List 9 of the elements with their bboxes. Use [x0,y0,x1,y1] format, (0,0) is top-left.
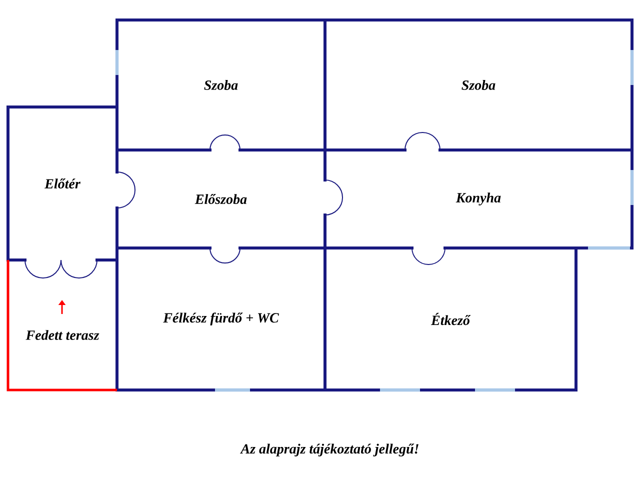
room-box: Étkező [324,246,578,392]
room-box: Előszoba [116,148,326,250]
room-box: Szoba [324,18,634,152]
room-box: Előtér [6,106,118,262]
caption: Az alaprajz tájékoztató jellegű! [240,444,418,456]
room-box: Szoba [116,18,326,152]
terrace-area: Fedett terasz [6,260,117,392]
room-box: Félkész fürdő + WC [116,246,326,392]
room-box: Konyha [324,148,634,250]
